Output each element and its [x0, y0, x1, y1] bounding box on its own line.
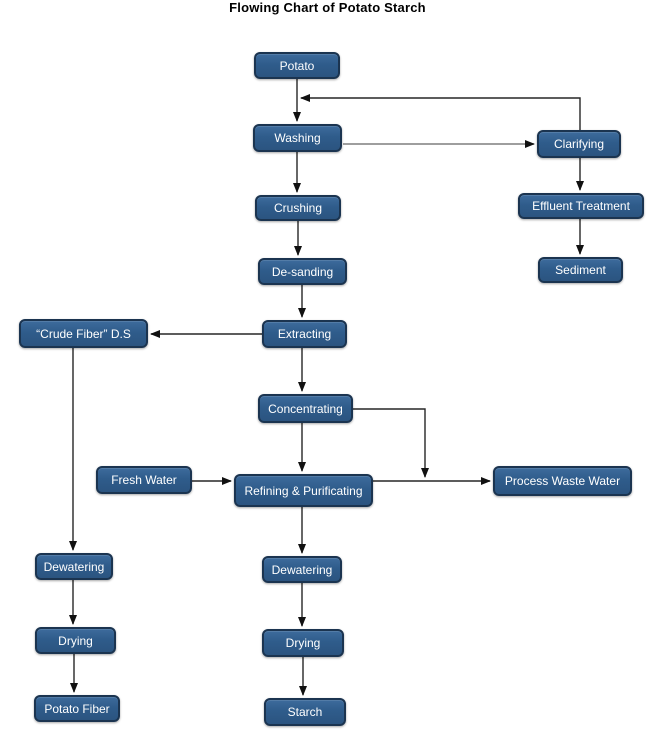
node-desanding: De-sanding	[258, 258, 347, 285]
node-drying-left: Drying	[35, 627, 116, 654]
node-clarifying: Clarifying	[537, 130, 621, 158]
node-effluent-treatment: Effluent Treatment	[518, 193, 644, 219]
node-process-waste-water: Process Waste Water	[493, 466, 632, 496]
node-potato: Potato	[254, 52, 340, 79]
node-starch: Starch	[264, 698, 346, 726]
node-dewatering-center: Dewatering	[262, 556, 342, 583]
chart-title: Flowing Chart of Potato Starch	[229, 0, 426, 15]
edge-concentrating-to-waste-line	[353, 408, 429, 478]
node-fresh-water: Fresh Water	[96, 466, 192, 494]
node-crude-fiber-ds: “Crude Fiber” D.S	[19, 319, 148, 348]
node-crushing: Crushing	[255, 195, 341, 221]
node-washing: Washing	[253, 124, 342, 152]
node-drying-center: Drying	[262, 629, 344, 657]
node-concentrating: Concentrating	[258, 394, 353, 423]
node-potato-fiber: Potato Fiber	[34, 695, 120, 722]
edge-clarifying-recycle-to-potato-washing	[300, 94, 581, 130]
node-dewatering-left: Dewatering	[35, 553, 113, 580]
node-refining-purificating: Refining & Purificating	[234, 474, 373, 507]
node-extracting: Extracting	[262, 320, 347, 348]
node-sediment: Sediment	[538, 257, 623, 283]
